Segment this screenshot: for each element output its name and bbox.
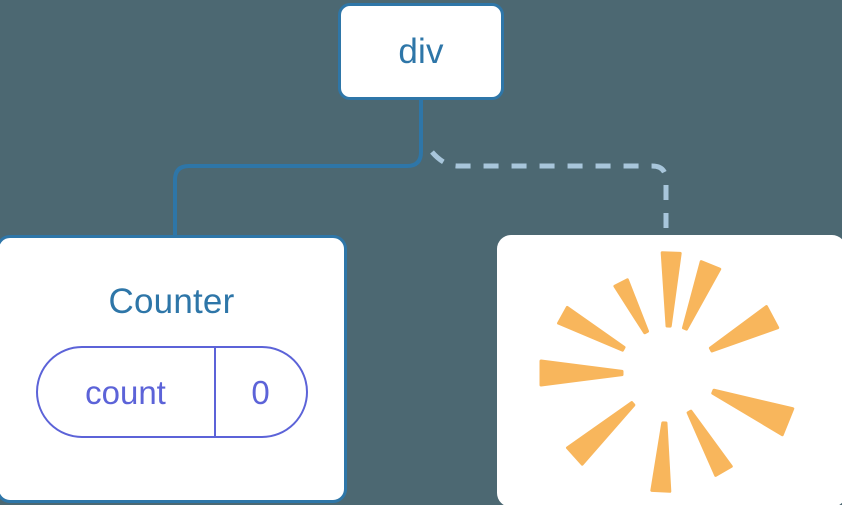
ray-sw [565, 401, 636, 466]
ray-sse [686, 409, 733, 477]
ray-s [650, 421, 672, 493]
state-pill-count[interactable]: count 0 [35, 346, 308, 438]
state-pill-divider [213, 348, 216, 436]
node-counter-label: Counter [108, 282, 235, 321]
edge-root-to-burst [430, 150, 669, 237]
state-value-label: 0 [251, 373, 270, 411]
ray-nw [557, 305, 626, 352]
ray-e [711, 388, 795, 437]
edge-root-to-counter [173, 100, 423, 237]
node-counter[interactable]: Counter count 0 [0, 235, 347, 503]
node-div[interactable]: div [338, 3, 504, 100]
ray-n [660, 251, 682, 328]
ray-w [539, 359, 624, 387]
node-div-label: div [398, 32, 444, 71]
sparkle-burst-icon [539, 251, 795, 493]
ray-nnw [613, 278, 650, 335]
state-key-label: count [85, 373, 166, 411]
ray-nne [682, 260, 722, 331]
ray-ne [708, 305, 780, 353]
node-burst[interactable] [497, 235, 842, 505]
